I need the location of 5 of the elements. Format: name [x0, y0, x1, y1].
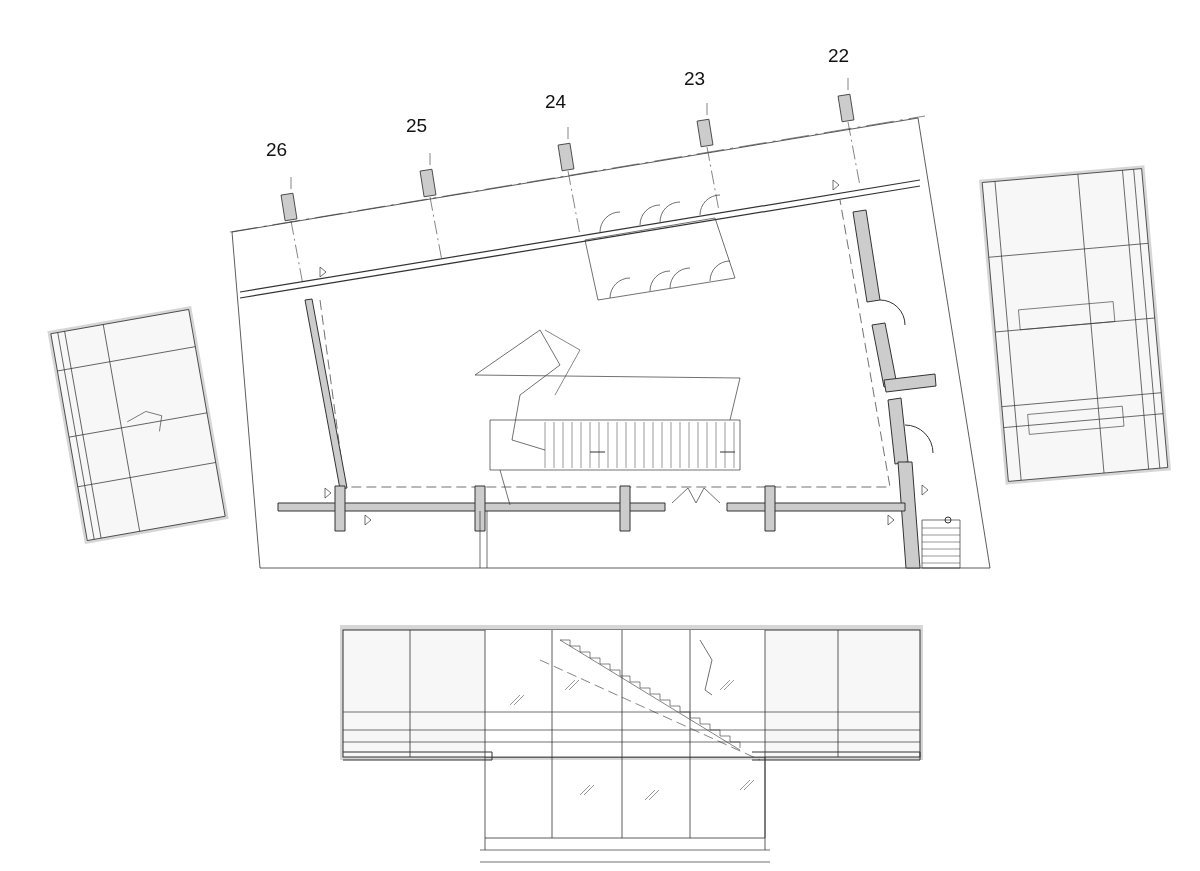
grid-number: 25 [406, 116, 428, 135]
grid-number: 26 [266, 140, 288, 159]
grid-number: 24 [545, 92, 567, 111]
grid-number: 22 [828, 46, 850, 65]
grid-number: 23 [684, 69, 706, 88]
